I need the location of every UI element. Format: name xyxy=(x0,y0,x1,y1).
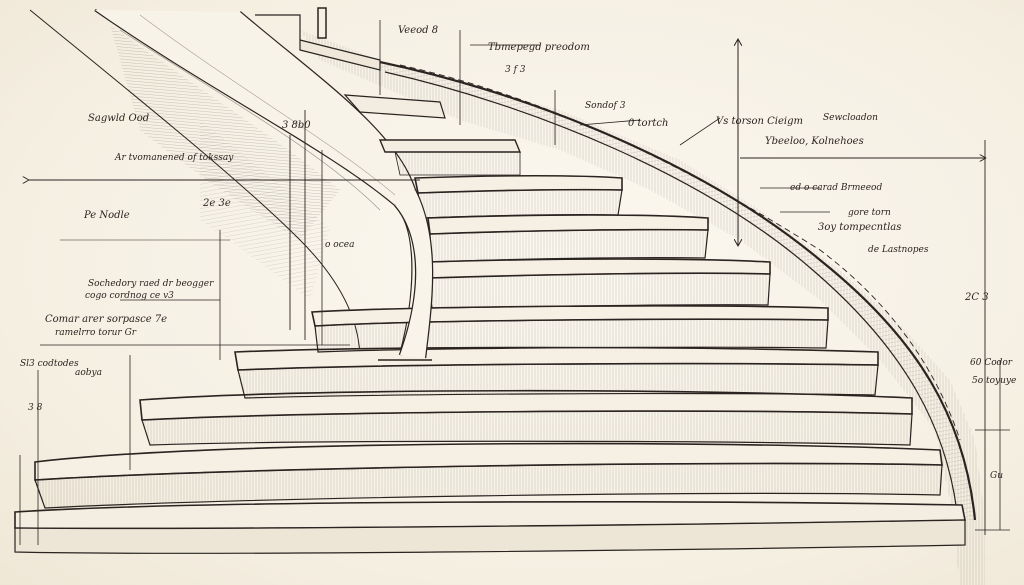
step-6 xyxy=(424,258,771,309)
annotation-a17: o ocea xyxy=(325,240,354,250)
annotation-a11: Ar tvomanened of tokssay xyxy=(114,153,234,163)
annotation-a04: Sondof 3 xyxy=(585,101,626,111)
annotation-a21: 2C 3 xyxy=(964,292,989,303)
annotation-a29: 3 8 xyxy=(28,403,43,413)
annotation-a14: Pe Nodle xyxy=(83,210,130,221)
annotation-a23: ramelrro torur Gr xyxy=(55,328,137,338)
annotation-a15: gore torn xyxy=(848,208,891,218)
annotation-a02: Tbmepegd preodom xyxy=(488,42,590,53)
annotation-a10: Ybeeloo, Kolnehoes xyxy=(765,136,864,147)
annotation-a08: Vs torson Cieigm xyxy=(716,116,803,127)
annotation-a09: Sewcloadon xyxy=(823,113,878,123)
step-7 xyxy=(427,214,709,263)
annotation-a28: Gu xyxy=(990,471,1003,481)
steps xyxy=(14,174,966,554)
annotation-a07: 0 tortch xyxy=(628,118,668,129)
step-8 xyxy=(414,174,623,219)
dimension-lines xyxy=(19,20,1010,545)
inner-newel-curve xyxy=(378,189,434,361)
annotation-a03: 3 f 3 xyxy=(505,65,526,75)
annotations: Veeod 8 Tbmepegd preodom 3 f 3 Sondof 3 … xyxy=(20,25,1016,481)
annotation-a22: Comar arer sorpasce 7e xyxy=(45,314,167,325)
back-wall xyxy=(300,30,985,585)
annotation-a18: de Lastnopes xyxy=(868,245,929,255)
annotation-a27: 5o toyuye xyxy=(972,376,1016,386)
annotation-a05: Sagwld Ood xyxy=(88,113,149,124)
step-1 xyxy=(14,501,966,554)
top-post xyxy=(255,7,327,40)
annotation-a01: Veeod 8 xyxy=(398,25,438,36)
step-5 xyxy=(311,305,829,353)
step-4 xyxy=(234,346,879,399)
annotation-a16: 3oy tompecntlas xyxy=(818,222,901,233)
step-3 xyxy=(139,389,913,446)
step-2 xyxy=(34,442,943,509)
annotation-a19: Sochedory raed dr beogger xyxy=(88,279,214,289)
annotation-a20: cogo cordnog ce v3 xyxy=(85,291,174,301)
annotation-a12: 2e 3e xyxy=(202,198,231,209)
annotation-a25: aobya xyxy=(75,368,102,378)
annotation-a13: ed o carad Brmeeod xyxy=(790,183,882,193)
outer-stringer xyxy=(369,58,977,521)
annotation-a24: Sl3 codtodes xyxy=(20,359,79,369)
annotation-a26: 60 Codor xyxy=(970,358,1013,368)
annotation-a06: 3 8b0 xyxy=(282,120,311,131)
upper-steps xyxy=(299,39,522,176)
